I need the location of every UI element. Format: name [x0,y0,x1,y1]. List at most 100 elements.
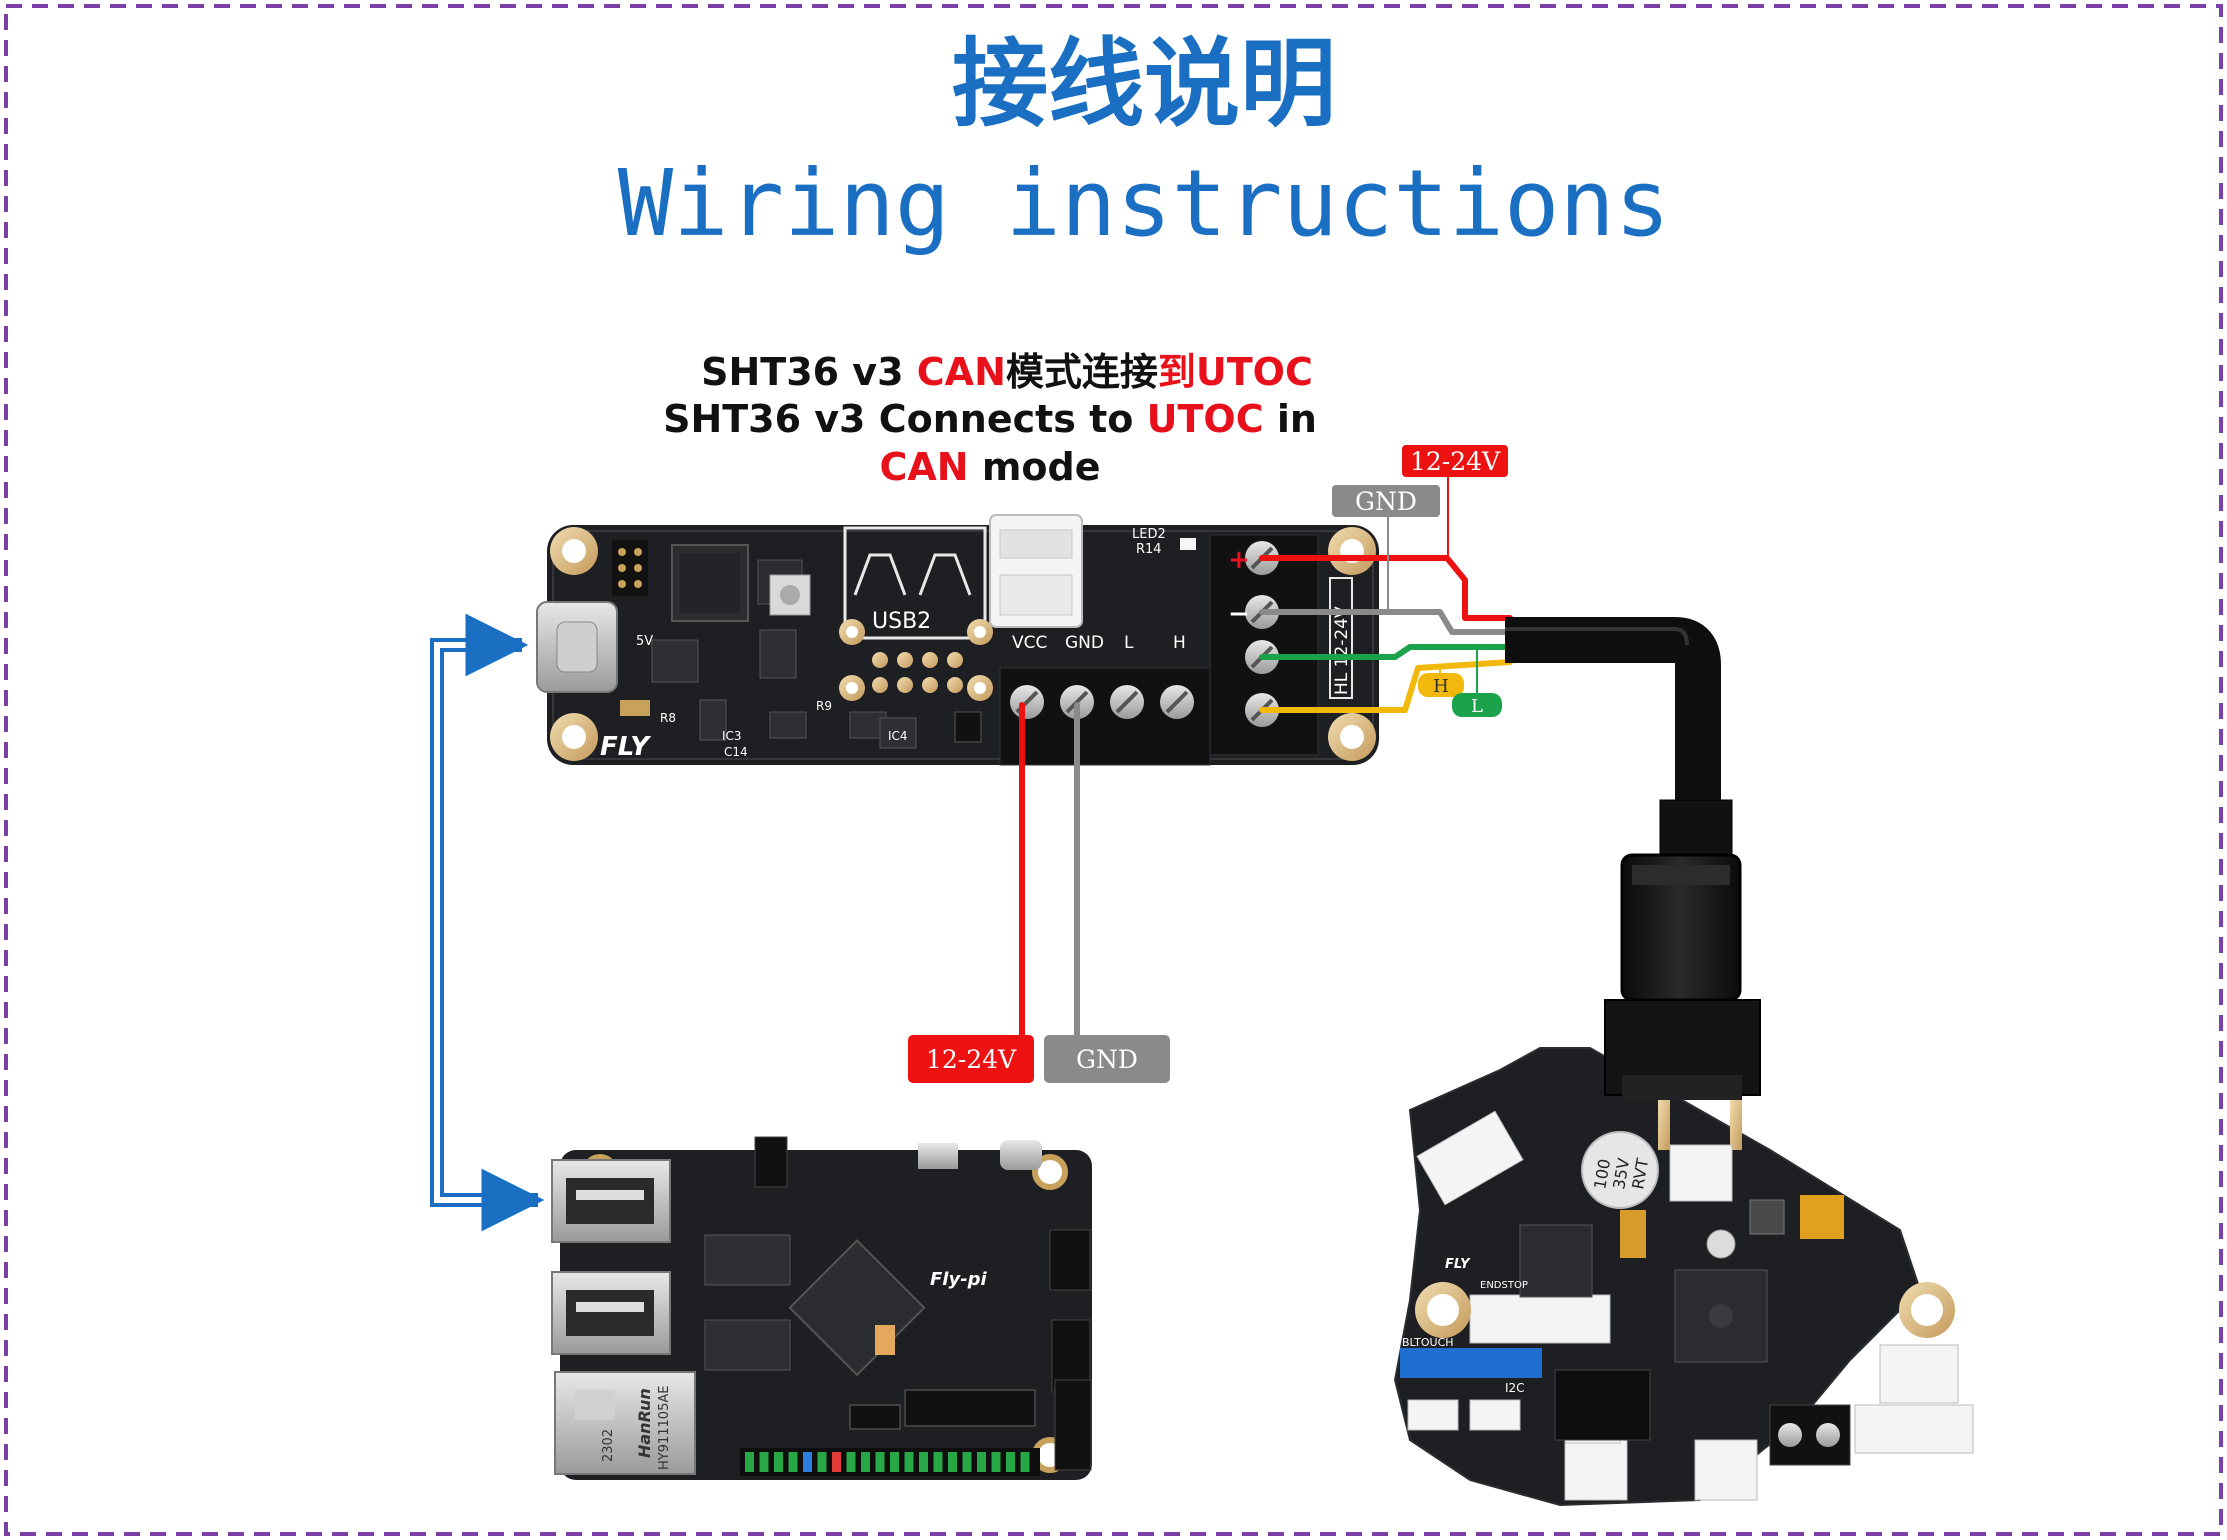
minus-sign: − [1228,599,1250,629]
usb-a-port [551,1271,671,1355]
utoc-board: 100 35V RVT FLY BLTOUCH [1393,999,1974,1507]
caption-segment: CAN [879,445,968,489]
pin-header [612,540,648,596]
caption-segment: SHT36 v3 Connects to [663,397,1147,441]
gpio-pin [759,1452,769,1472]
silk-c14: C14 [724,745,748,759]
svg-text:H: H [1433,676,1449,697]
gpio-pin [861,1452,870,1472]
audio-jack [754,1136,788,1188]
tag-can-h: H [1418,673,1464,697]
usb-a-port [551,1159,671,1243]
jst-connector [1416,1110,1524,1206]
silk-r14: R14 [1136,542,1162,557]
plus-sign: + [1228,545,1250,575]
silk-led: LED2 [1132,527,1166,542]
memory-chip [704,1319,791,1371]
caption-segment: UTOC [1147,397,1264,441]
capacitor-tantalum [1800,1195,1844,1239]
mcu-chip [1674,1269,1768,1363]
ethernet-port: HanRun HY911105AE 2302 [554,1371,696,1475]
sensor-cutout [843,526,987,640]
gpio-pin [977,1452,986,1472]
svg-text:L: L [1471,696,1483,717]
tag-top-gnd: GND [1332,485,1440,517]
gpio-pin [890,1452,899,1472]
wire-yellow-can-h [1259,659,1513,713]
can-cable [1505,617,1742,1002]
bltouch-header [1400,1348,1542,1378]
pin-label-h: H [1173,633,1186,653]
capacitor: 100 35V RVT [1581,1131,1659,1209]
pin-label-gnd: GND [1065,633,1104,653]
pin-header [1554,1369,1651,1441]
gpio-pin [948,1452,957,1472]
silk-usb: USB2 [872,609,931,634]
silk-5v: 5V [636,634,653,649]
terminal-block-bottom [999,667,1211,766]
silk-r8: R8 [660,711,676,725]
wire-red-cable [1259,555,1513,621]
memory-chip [704,1234,791,1286]
wires [1019,451,1513,1041]
jst-connector [1854,1404,1974,1454]
gpio-pin [933,1452,943,1472]
gpio-pin [774,1452,783,1472]
gpio-pin [846,1452,856,1472]
switch [1620,1210,1646,1258]
silk-fly: FLY [1445,1257,1471,1272]
chip [759,629,797,679]
silk-ic4: IC4 [888,729,908,743]
usb-c-port [1000,1140,1042,1170]
gpio-pin [788,1452,798,1472]
caption-segment: 模式连接 [1006,350,1158,394]
tag-bottom-gnd: GND [1044,1035,1170,1083]
caption-segment: SHT36 v3 [701,350,917,394]
gpio-pin [803,1452,812,1472]
sht36-board: USB2 FLY 5V LED2 R14 R8 R9 IC3 IC4 C14 V… [536,514,1379,766]
regulator-chip [651,639,699,683]
svg-text:GND: GND [1355,487,1417,516]
gpio-pin [817,1452,827,1472]
gpio-pin [1006,1452,1015,1472]
silk-ic3: IC3 [722,729,742,743]
caption-line-2: SHT36 v3 Connects to UTOC in [663,397,1317,441]
gpio-pin [904,1452,914,1472]
hdmi-port [918,1143,958,1169]
eth-model: HY911105AE [657,1386,672,1470]
terminal-block-side [1209,534,1353,756]
eth-brand: HanRun [635,1388,654,1458]
jst-connector [1669,1144,1733,1202]
gpio-pin [919,1452,928,1472]
caption-line-3: CAN mode [879,445,1100,489]
m2-slot [904,1389,1036,1427]
wire-grey-cable [1259,609,1513,635]
caption-line-1: SHT36 v3 CAN模式连接到UTOC [701,350,1313,394]
gpio-pin [832,1452,841,1472]
led [1180,538,1196,550]
pin-label-l: L [1124,633,1134,653]
dashed-frame [4,4,2223,1536]
gpio-pin [1020,1452,1030,1472]
gpio-pin [745,1452,754,1472]
jst-connector [1879,1344,1959,1404]
gpio-pin [991,1452,1001,1472]
side-label: HL 12-24V [1332,606,1352,695]
silk-r9: R9 [816,699,832,713]
chip [1519,1224,1593,1298]
caption-segment: CAN [917,350,1006,394]
tag-top-power: 12-24V [1402,445,1508,477]
jst-connector [1694,1439,1758,1501]
main-chip [671,544,749,622]
usb-link-arrow [430,613,545,1232]
pin-label-vcc: VCC [1012,633,1047,653]
caption-segment: in [1264,397,1317,441]
jst-connector [1564,1439,1628,1501]
svg-text:12-24V: 12-24V [1410,447,1501,476]
silk-fly: FLY [600,732,652,762]
silk-i2c: I2C [1505,1381,1525,1395]
sensor-pads [839,619,993,701]
title-chinese: 接线说明 [952,27,1336,140]
